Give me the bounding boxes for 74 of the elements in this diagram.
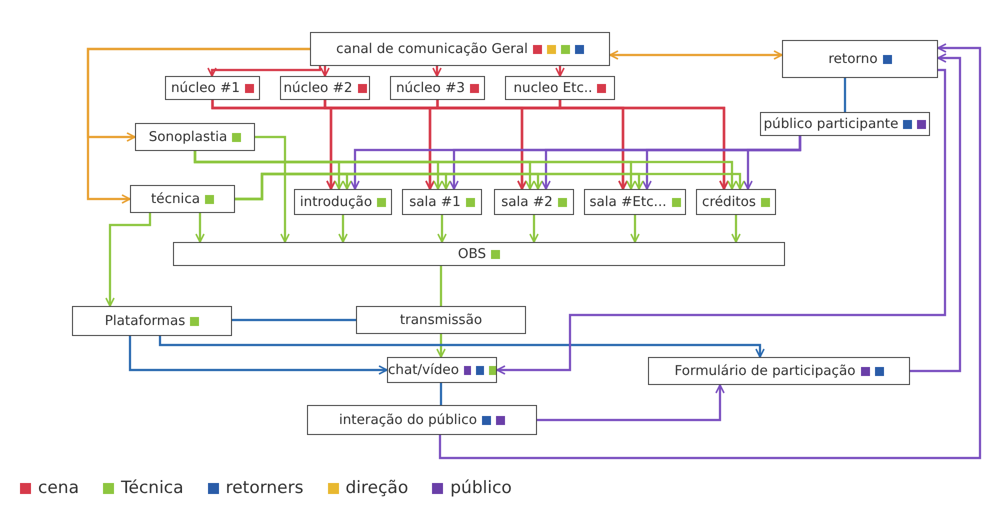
connector-line xyxy=(844,78,846,112)
box-label: introdução xyxy=(300,194,372,210)
process-box xyxy=(165,76,260,100)
process-box xyxy=(310,32,610,66)
process-box xyxy=(280,76,370,100)
process-box xyxy=(387,357,497,383)
process-box xyxy=(173,242,785,266)
process-box xyxy=(696,189,776,215)
box-label: sala #2 xyxy=(501,194,553,210)
process-box xyxy=(760,112,930,136)
legend-label: público xyxy=(450,478,512,498)
arrow xyxy=(194,151,737,190)
box-label: canal de comunicação Geral xyxy=(336,41,528,57)
legend-label: retorners xyxy=(226,478,304,498)
arrow xyxy=(338,215,348,243)
process-box xyxy=(494,189,574,215)
process-box xyxy=(584,189,686,215)
arrow xyxy=(255,136,290,243)
box-label: núcleo #3 xyxy=(396,80,466,96)
process-box xyxy=(307,405,537,435)
arrow xyxy=(438,43,982,460)
box-label: transmissão xyxy=(400,312,482,328)
arrow xyxy=(436,334,446,358)
arrow xyxy=(86,48,310,204)
box-label: OBS xyxy=(458,246,486,262)
arrow xyxy=(496,68,946,375)
box-label: núcleo #2 xyxy=(283,80,353,96)
arrow xyxy=(529,215,539,243)
arrow xyxy=(558,100,729,190)
process-box xyxy=(505,76,615,100)
box-label: sala #Etc... xyxy=(589,194,667,210)
arrow xyxy=(630,215,640,243)
process-box xyxy=(294,189,392,215)
arrow xyxy=(128,336,388,375)
box-label: técnica xyxy=(150,191,200,207)
box-label: Formulário de participação xyxy=(674,363,856,379)
arrow xyxy=(910,53,962,372)
connector-line xyxy=(440,383,442,405)
arrow xyxy=(555,66,565,77)
arrow xyxy=(207,66,322,77)
connector-line xyxy=(440,266,442,306)
arrow xyxy=(743,136,802,190)
process-box xyxy=(130,185,235,213)
legend-label: direção xyxy=(346,478,408,498)
box-label: público participante xyxy=(764,116,898,132)
arrow xyxy=(235,172,745,200)
arrow xyxy=(105,213,152,307)
arrow xyxy=(731,215,741,243)
legend-label: cena xyxy=(38,478,79,498)
box-label: interação do público xyxy=(339,412,477,428)
process-box xyxy=(135,123,255,151)
box-label: retorno xyxy=(828,51,878,67)
process-box xyxy=(356,306,526,334)
box-label: Plataformas xyxy=(104,313,186,329)
arrow xyxy=(195,213,205,243)
box-label: créditos xyxy=(702,194,756,210)
box-label: chat/vídeo xyxy=(388,362,459,378)
arrow xyxy=(437,215,447,243)
arrow xyxy=(609,50,783,60)
arrow xyxy=(158,336,765,358)
arrow xyxy=(320,66,330,77)
connector-line xyxy=(232,318,356,322)
arrow xyxy=(432,66,442,77)
process-box xyxy=(782,40,938,78)
box-label: Sonoplastia xyxy=(148,129,228,145)
process-box xyxy=(402,189,482,215)
process-box xyxy=(390,76,485,100)
box-label: nucleo Etc.. xyxy=(514,80,592,96)
legend-label: Técnica xyxy=(121,478,184,498)
process-box xyxy=(72,306,232,336)
arrow xyxy=(537,384,725,422)
process-box xyxy=(648,357,910,385)
box-label: sala #1 xyxy=(409,194,461,210)
box-label: núcleo #1 xyxy=(170,80,240,96)
